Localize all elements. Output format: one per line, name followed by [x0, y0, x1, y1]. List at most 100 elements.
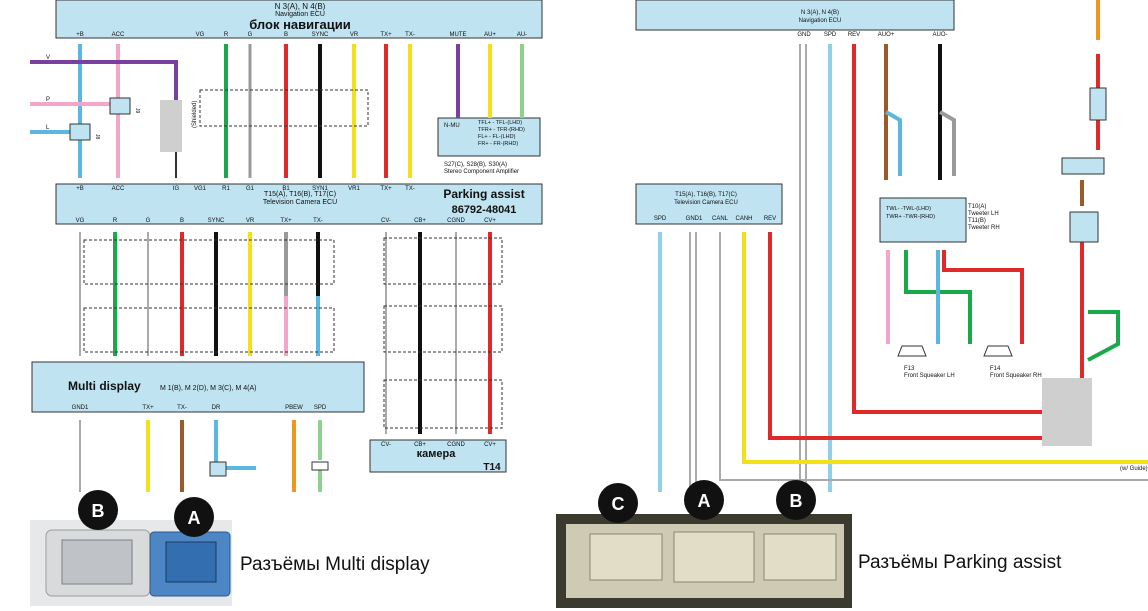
svg-text:G: G [146, 218, 151, 224]
svg-text:L: L [46, 125, 50, 131]
stereo-amplifier-box: N-MU TFL+ - TFL-(LHD) TFR+ - TFR-(RHD) F… [437, 117, 541, 175]
junction-gray-block-right [1042, 378, 1092, 446]
photo-tag-b-right: B [776, 480, 816, 520]
photo-tag-a-left: A [174, 497, 214, 537]
svg-text:Tweeter LH: Tweeter LH [968, 211, 999, 217]
svg-text:J9: J9 [134, 108, 140, 114]
svg-text:B: B [284, 32, 288, 38]
svg-text:Front Squeaker LH: Front Squeaker LH [904, 373, 955, 379]
svg-text:F13: F13 [904, 366, 915, 372]
pa-bottom-pin-labels: VG R G B SYNC VR TX+ TX- CV- CB+ CGND CV… [76, 218, 497, 224]
svg-text:C: C [612, 494, 625, 514]
svg-text:J8: J8 [94, 134, 100, 140]
multi-display-caption: Разъёмы Multi display [240, 554, 430, 575]
svg-text:DR: DR [212, 405, 221, 411]
svg-text:T15(A), T16(B), T17(C): T15(A), T16(B), T17(C) [264, 191, 336, 198]
svg-text:Tweeter RH: Tweeter RH [968, 225, 1000, 231]
md-pin-labels: GND1 TX+ TX- DR PBEW SPD [72, 405, 327, 411]
pa-top-pin-labels: +B ACC IG VG1 R1 G1 B1 SYN1 VR1 TX+ TX- [76, 186, 415, 192]
svg-text:SYN1: SYN1 [312, 186, 328, 192]
parking-assist-caption: Разъёмы Parking assist [858, 552, 1062, 573]
svg-text:Television Camera ECU: Television Camera ECU [263, 199, 337, 206]
svg-text:B1: B1 [282, 186, 290, 192]
right-nav-ecu-box: N 3(A), N 4(B) Navigation ECU GND SPD RE… [635, 0, 955, 38]
svg-text:CANL: CANL [712, 216, 729, 222]
svg-text:ACC: ACC [112, 32, 125, 38]
svg-text:V: V [46, 55, 50, 61]
junction-right [1069, 211, 1099, 243]
svg-text:AUO+: AUO+ [878, 32, 895, 38]
svg-text:TX-: TX- [313, 218, 323, 224]
multi-display-title: Multi display [68, 379, 141, 393]
right-wire-bundle [658, 0, 1148, 492]
shielded-top [199, 89, 369, 127]
svg-text:TX+: TX+ [280, 218, 292, 224]
svg-text:TX-: TX- [405, 186, 415, 192]
svg-text:TX-: TX- [177, 405, 187, 411]
junction-j9: J9 [109, 97, 140, 115]
camera-box: камера T14 [369, 439, 507, 473]
parking-assist-box: T15(A), T16(B), T17(C) Television Camera… [55, 183, 543, 225]
svg-text:B: B [92, 501, 105, 521]
svg-text:N 3(A), N 4(B): N 3(A), N 4(B) [801, 10, 839, 16]
svg-text:(Shielded): (Shielded) [192, 101, 198, 128]
top-wire-bundle [30, 44, 524, 178]
front-squeaker-rh: F14 Front Squeaker RH [983, 345, 1042, 379]
svg-text:R: R [224, 32, 229, 38]
junction-j8: J8 [69, 123, 100, 141]
svg-text:TFR+ - TFR-(RHD): TFR+ - TFR-(RHD) [478, 127, 525, 133]
svg-text:TX+: TX+ [142, 405, 154, 411]
svg-text:M 1(B), M 2(D), M 3(C), M 4(A): M 1(B), M 2(D), M 3(C), M 4(A) [160, 385, 256, 392]
md-bottom-wires [79, 420, 322, 492]
svg-text:A: A [698, 491, 711, 511]
multi-display-box: Multi display M 1(B), M 2(D), M 3(C), M … [31, 361, 365, 413]
svg-text:CGND: CGND [447, 218, 465, 224]
svg-text:IG: IG [173, 186, 180, 192]
svg-text:CV+: CV+ [484, 218, 496, 224]
svg-text:TX+: TX+ [380, 186, 392, 192]
svg-text:G: G [248, 32, 253, 38]
navigation-ecu-box: N 3(A), N 4(B) Navigation ECU блок навиг… [55, 0, 543, 39]
svg-text:+B: +B [76, 186, 84, 192]
svg-text:CV-: CV- [381, 442, 391, 448]
parking-assist-title: Parking assist [443, 187, 524, 201]
svg-text:G1: G1 [246, 186, 255, 192]
nav-pin-labels: +B ACC VG R G B SYNC VR TX+ TX- MUTE AU+… [76, 32, 527, 38]
svg-text:F14: F14 [990, 366, 1001, 372]
svg-text:TWL- -TWL-(LHD): TWL- -TWL-(LHD) [886, 206, 931, 212]
svg-text:AU-: AU- [517, 32, 527, 38]
svg-text:T10(A): T10(A) [968, 204, 986, 210]
svg-text:CGND: CGND [447, 442, 465, 448]
svg-text:T11(B): T11(B) [968, 218, 986, 224]
svg-text:S27(C), S28(B), S30(A): S27(C), S28(B), S30(A) [444, 162, 507, 168]
svg-text:SPD: SPD [824, 32, 837, 38]
photo-tag-b-left: B [78, 490, 118, 530]
photo-tag-a-right: A [684, 480, 724, 520]
nav-ecu-code: N 3(A), N 4(B) [275, 2, 326, 11]
svg-text:GND1: GND1 [686, 216, 703, 222]
svg-text:FL+ - FL-(LHD): FL+ - FL-(LHD) [478, 134, 516, 140]
svg-text:Television Camera ECU: Television Camera ECU [674, 200, 738, 206]
svg-text:PBEW: PBEW [285, 405, 303, 411]
svg-text:(w/ Guide): (w/ Guide) [1120, 466, 1148, 472]
parking-assist-connector-photo [556, 514, 852, 608]
svg-text:R: R [113, 218, 118, 224]
svg-text:TX-: TX- [405, 32, 415, 38]
junction-gray-block [160, 100, 182, 152]
svg-text:CV-: CV- [381, 218, 391, 224]
svg-text:VR: VR [246, 218, 255, 224]
front-squeaker-lh: F13 Front Squeaker LH [897, 345, 955, 379]
svg-text:VG1: VG1 [194, 186, 207, 192]
svg-text:VG: VG [76, 218, 85, 224]
multi-display-connector-photo [30, 520, 232, 606]
right-tv-ecu-box: T15(A), T16(B), T17(C) Television Camera… [635, 183, 783, 225]
svg-text:CB+: CB+ [414, 218, 426, 224]
svg-text:CV+: CV+ [484, 442, 496, 448]
camera-code: T14 [483, 462, 501, 473]
svg-text:Navigation ECU: Navigation ECU [799, 18, 842, 24]
svg-text:MUTE: MUTE [450, 32, 467, 38]
svg-text:TFL+ - TFL-(LHD): TFL+ - TFL-(LHD) [478, 120, 522, 126]
tweeter-box: TWL- -TWL-(LHD) TWR+ -TWR-(RHD) T10(A) T… [879, 197, 1000, 243]
photo-tag-c: C [598, 483, 638, 523]
